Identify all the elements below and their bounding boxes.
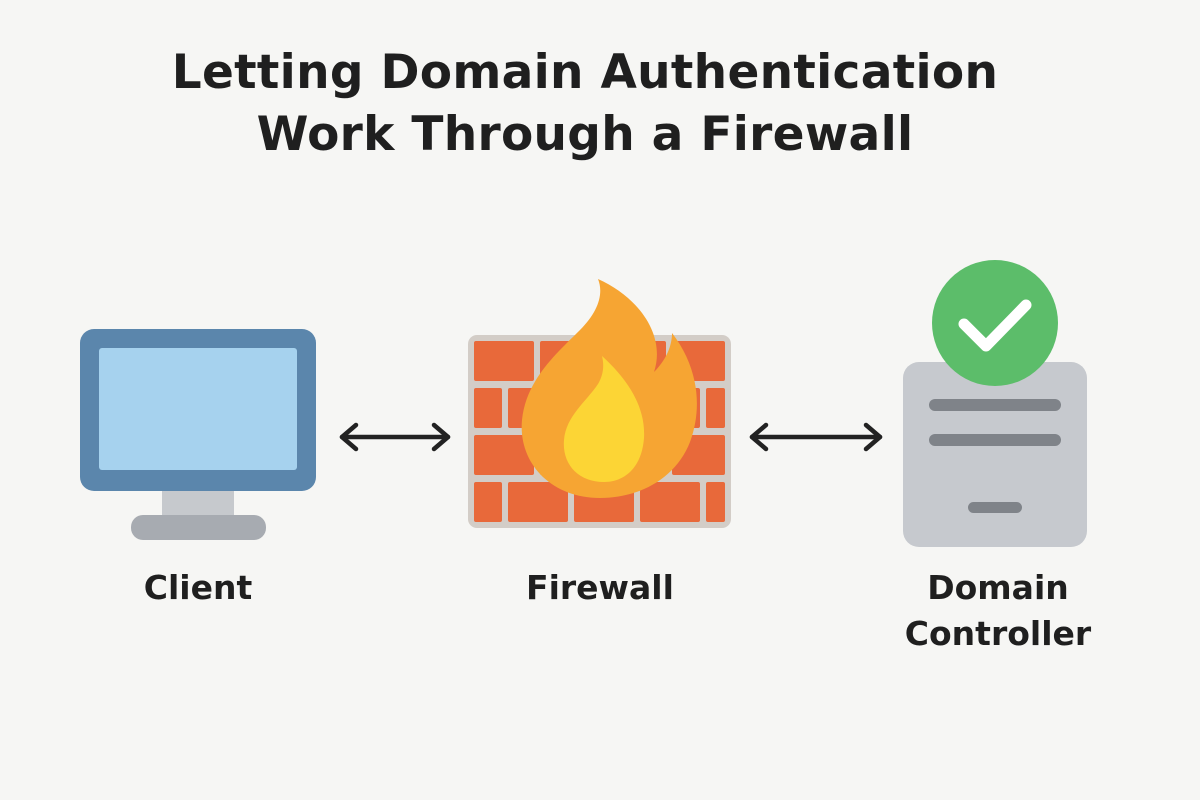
flame-icon (521, 279, 697, 498)
title-line-1: Letting Domain Authentication (171, 45, 999, 100)
bidirectional-arrow-client-firewall (339, 422, 451, 452)
client-label: Client (143, 568, 253, 607)
monitor-icon (80, 329, 316, 540)
domain-controller-label: Domain Controller (888, 565, 1108, 657)
page-title: Letting Domain Authentication Work Throu… (0, 42, 1170, 166)
title-line-2: Work Through a Firewall (256, 107, 914, 162)
domain-controller-label-line-2: Controller (904, 614, 1092, 653)
bidirectional-arrow-firewall-dc (749, 422, 883, 452)
firewall-icon (468, 279, 731, 528)
checkmark-icon (932, 260, 1058, 386)
domain-controller-label-line-1: Domain (927, 568, 1069, 607)
firewall-label: Firewall (526, 568, 674, 607)
server-icon (903, 362, 1087, 547)
